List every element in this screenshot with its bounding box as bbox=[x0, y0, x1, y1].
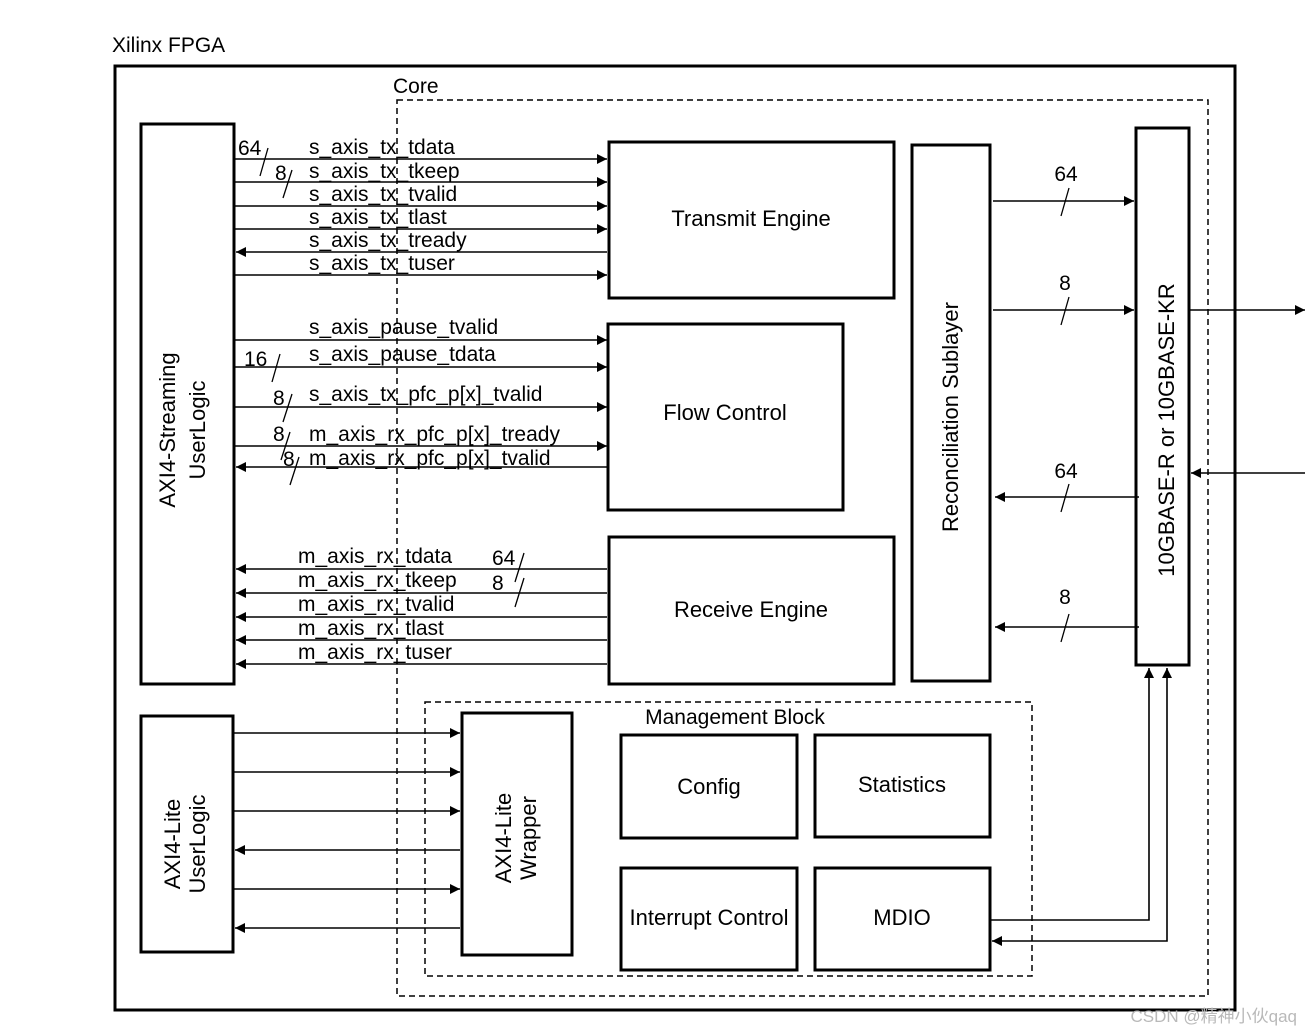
statistics-block bbox=[813, 733, 992, 839]
bus-slash bbox=[514, 552, 525, 583]
axi4-lite-wrapper-block bbox=[460, 711, 574, 957]
bus-slash bbox=[282, 169, 293, 199]
axi4-lite-userlogic-block bbox=[139, 714, 235, 954]
bus-slash bbox=[259, 147, 269, 177]
width-rx-pfc-tvalid: 8 bbox=[283, 448, 295, 471]
receive-engine-label: Receive Engine bbox=[674, 597, 828, 622]
phy-to-mdio-line bbox=[992, 668, 1172, 946]
config-block bbox=[619, 733, 799, 840]
core-region bbox=[396, 99, 1209, 997]
phy-label: 10GBASE-R or 10GBASE-KR bbox=[1154, 283, 1179, 576]
tx-signal-tvalid: s_axis_tx_tvalid bbox=[309, 183, 457, 206]
transmit-engine-block bbox=[607, 140, 896, 300]
rx-signal-tuser: m_axis_rx_tuser bbox=[298, 641, 452, 664]
core-label: Core bbox=[393, 75, 439, 98]
tx-signal-tready: s_axis_tx_tready bbox=[309, 229, 467, 252]
width-rs-rx-ctrl: 8 bbox=[1059, 586, 1071, 609]
width-rs-tx-data: 64 bbox=[1054, 163, 1078, 186]
bus-slash bbox=[1060, 483, 1070, 513]
bus-slash bbox=[280, 431, 291, 461]
rx-signal-tlast: m_axis_rx_tlast bbox=[298, 617, 444, 640]
axi4-lite-label-line1: AXI4-Lite bbox=[160, 799, 185, 890]
axi4-lite-wrapper-label-line2: Wrapper bbox=[516, 796, 541, 880]
bus-slash bbox=[514, 577, 525, 608]
statistics-label: Statistics bbox=[858, 772, 946, 797]
tx-signal-tuser: s_axis_tx_tuser bbox=[309, 252, 455, 275]
axi4-stream-userlogic-block bbox=[139, 122, 236, 686]
mdio-block bbox=[813, 866, 992, 972]
reconciliation-sublayer-label: Reconciliation Sublayer bbox=[938, 302, 963, 532]
bus-slash bbox=[1060, 296, 1070, 326]
interrupt-control-label: Interrupt Control bbox=[630, 905, 789, 930]
flow-signal-pause-tvalid: s_axis_pause_tvalid bbox=[309, 316, 498, 339]
width-rs-tx-ctrl: 8 bbox=[1059, 272, 1071, 295]
width-pause-tdata: 16 bbox=[244, 348, 267, 371]
flow-control-label: Flow Control bbox=[663, 400, 786, 425]
flow-signal-rx-pfc-tvalid: m_axis_rx_pfc_p[x]_tvalid bbox=[309, 447, 551, 470]
interrupt-control-block bbox=[619, 866, 799, 972]
axi4-stream-label-line1: AXI4-Streaming bbox=[155, 352, 180, 507]
phy-block bbox=[1134, 126, 1191, 667]
bus-slash bbox=[1060, 613, 1070, 643]
bus-slash bbox=[271, 353, 281, 383]
fpga-label: Xilinx FPGA bbox=[112, 34, 225, 57]
rx-signal-tdata: m_axis_rx_tdata bbox=[298, 545, 452, 568]
width-tx-tkeep: 8 bbox=[275, 162, 287, 185]
axi4-stream-label-line2: UserLogic bbox=[185, 380, 210, 479]
management-block-label: Management Block bbox=[645, 706, 825, 729]
receive-engine-block bbox=[607, 535, 896, 686]
flow-signal-rx-pfc-tready: m_axis_rx_pfc_p[x]_tready bbox=[309, 423, 560, 446]
tx-signal-tdata: s_axis_tx_tdata bbox=[309, 136, 455, 159]
width-tx-pfc: 8 bbox=[273, 387, 285, 410]
transmit-engine-label: Transmit Engine bbox=[671, 206, 830, 231]
bus-slash bbox=[282, 393, 293, 423]
reconciliation-sublayer-block bbox=[910, 143, 992, 683]
rx-signal-tkeep: m_axis_rx_tkeep bbox=[298, 569, 457, 592]
width-rs-rx-data: 64 bbox=[1054, 460, 1078, 483]
flow-control-block bbox=[606, 322, 845, 512]
bus-slash bbox=[289, 456, 300, 486]
width-rx-tkeep: 8 bbox=[492, 572, 504, 595]
watermark: CSDN @精神小伙qaq bbox=[1130, 1007, 1297, 1026]
bus-slash bbox=[1060, 187, 1070, 217]
flow-signal-pause-tdata: s_axis_pause_tdata bbox=[309, 343, 496, 366]
tx-signal-tlast: s_axis_tx_tlast bbox=[309, 206, 447, 229]
mdio-to-phy-line bbox=[990, 668, 1154, 921]
width-rx-pfc-tready: 8 bbox=[273, 423, 285, 446]
fpga-frame bbox=[113, 64, 1237, 1012]
width-rx-tdata: 64 bbox=[492, 547, 516, 570]
rx-signal-tvalid: m_axis_rx_tvalid bbox=[298, 593, 454, 616]
axi4-lite-wrapper-label-line1: AXI4-Lite bbox=[491, 793, 516, 884]
flow-signal-tx-pfc-tvalid: s_axis_tx_pfc_p[x]_tvalid bbox=[309, 383, 542, 406]
config-label: Config bbox=[677, 774, 741, 799]
width-tx-tdata: 64 bbox=[238, 137, 262, 160]
tx-signal-tkeep: s_axis_tx_tkeep bbox=[309, 160, 460, 183]
axi4-lite-label-line2: UserLogic bbox=[185, 794, 210, 893]
mdio-label: MDIO bbox=[873, 905, 930, 930]
